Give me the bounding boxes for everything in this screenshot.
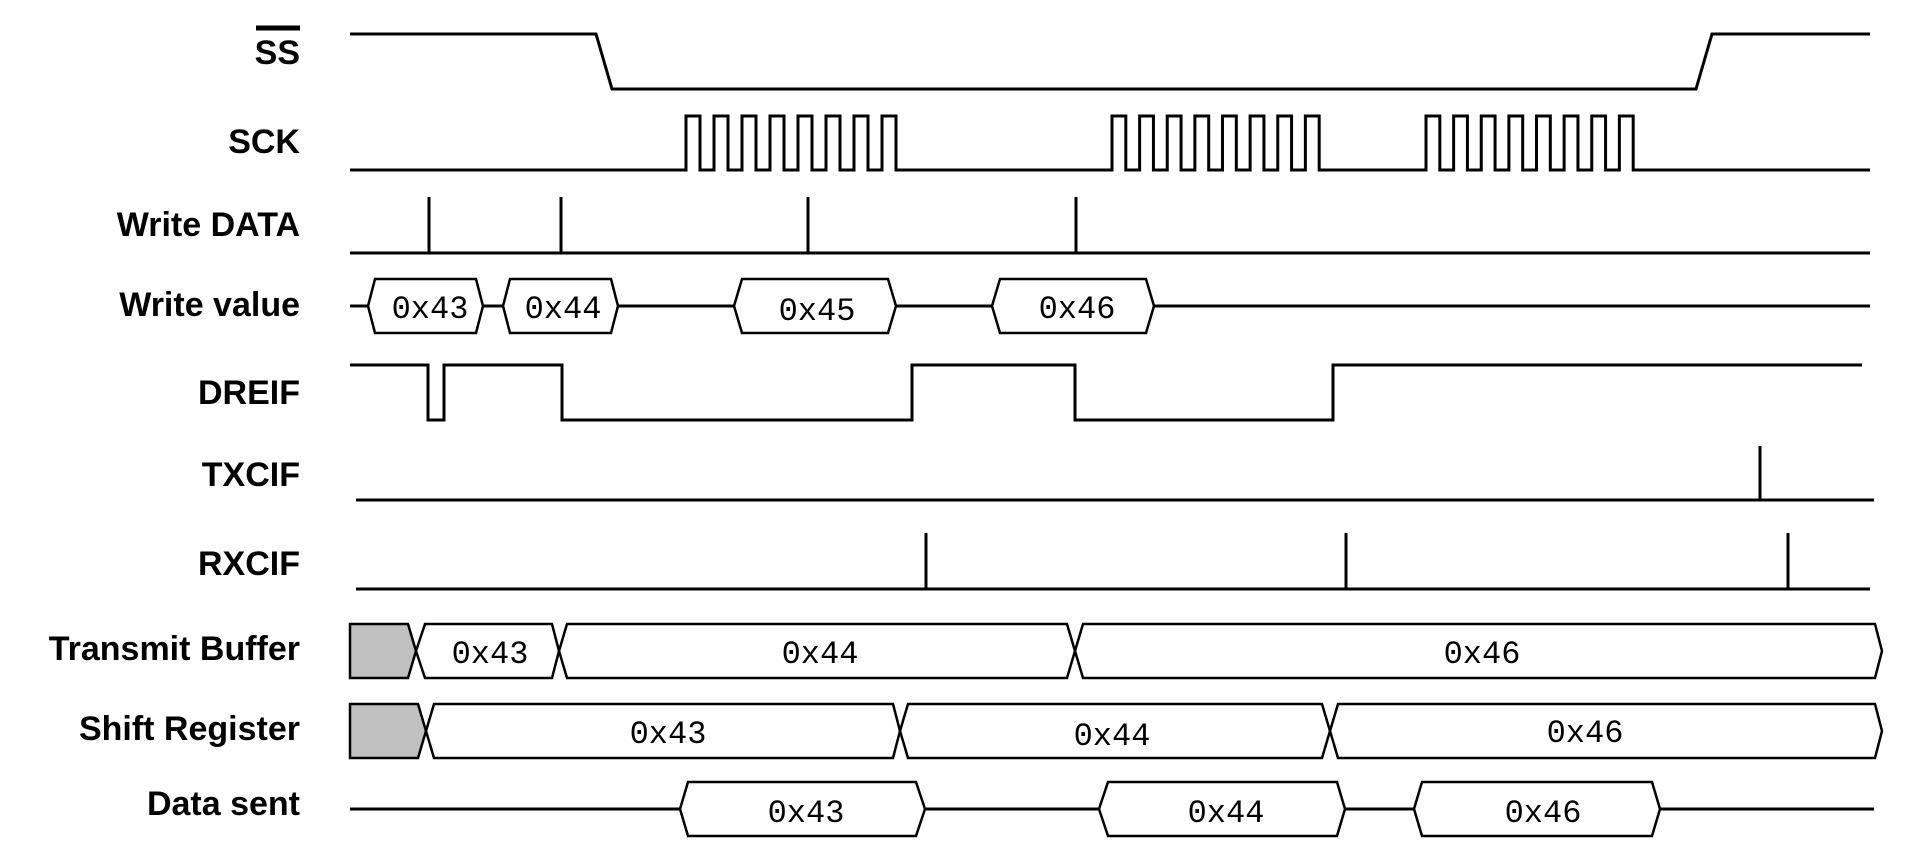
label-dreif: DREIF [198,374,300,412]
label-txcif: TXCIF [202,456,300,494]
write-value-0x46: 0x46 [1039,291,1116,328]
write-value-0x45: 0x45 [779,293,856,330]
transmit-buffer-bus [348,622,1884,680]
ss-waveform [350,32,1870,91]
data-sent-0x44: 0x44 [1188,795,1265,832]
txcif-waveform [356,446,1874,502]
transmit-buffer-0x43: 0x43 [452,636,529,673]
shift-register-0x44: 0x44 [1074,718,1151,755]
write-value-0x43: 0x43 [392,291,469,328]
shift-register-idle [348,702,428,760]
shift-register-0x46: 0x46 [1547,715,1624,752]
label-write-data: Write DATA [117,206,300,244]
label-ss: SS [255,34,300,72]
shift-register-bus [348,702,1884,760]
label-shift-register: Shift Register [79,710,300,748]
dreif-waveform [350,363,1862,422]
label-transmit-buffer: Transmit Buffer [49,630,300,668]
transmit-buffer-idle [348,622,418,680]
shift-register-0x43: 0x43 [630,716,707,753]
data-sent-0x43: 0x43 [768,795,845,832]
data-sent-bus [350,780,1874,838]
write-data-waveform [350,197,1870,255]
write-value-bus [350,277,1870,335]
write-value-0x44: 0x44 [525,291,602,328]
rxcif-waveform [356,533,1870,591]
label-rxcif: RXCIF [198,545,300,583]
label-sck: SCK [228,123,300,161]
data-sent-0x46: 0x46 [1505,795,1582,832]
label-data-sent: Data sent [147,785,300,823]
transmit-buffer-0x46: 0x46 [1444,636,1521,673]
label-write-value: Write value [119,286,300,324]
sck-waveform [350,114,1870,172]
transmit-buffer-0x44: 0x44 [782,636,859,673]
